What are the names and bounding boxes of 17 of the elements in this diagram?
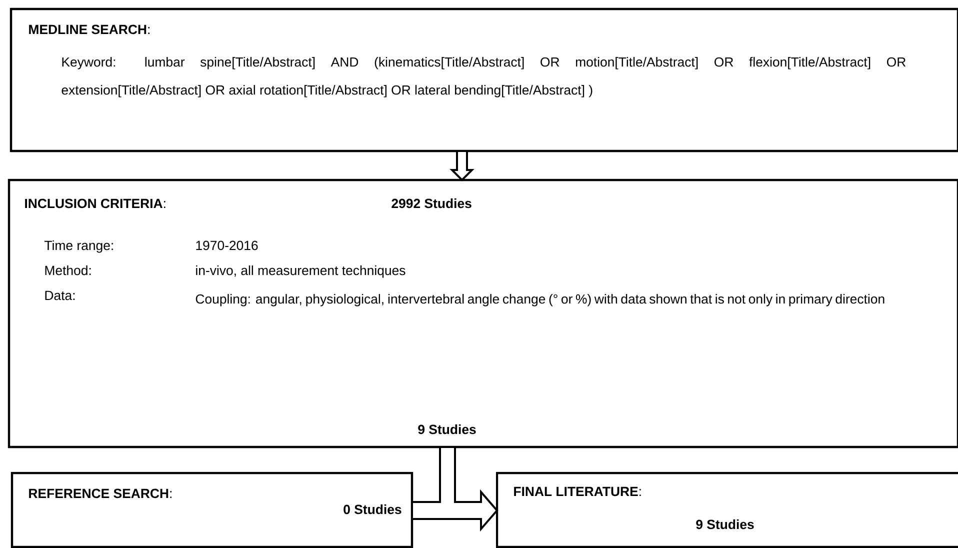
- node-text: 9 Studies: [696, 519, 754, 530]
- node-text: Keyword: lumbar spine[Title/Abstract] AND (kinematics[Title/Abstract] OR motion[Title/Abstract] OR flexion[Title/Abstract] OR extension[Title/Abstract] OR axial rotation[Title/Abstract] OR lateral bending[Title/Abstract] ): [62, 57, 906, 98]
- node-text: FINAL LITERATURE:: [514, 486, 641, 496]
- node-text: 2992 Studies: [392, 198, 472, 208]
- node-text: Time range:: [44, 240, 113, 253]
- node-text: 9 Studies: [418, 424, 476, 434]
- node-text: REFERENCE SEARCH:: [29, 488, 172, 498]
- node-text: Method:: [45, 265, 91, 276]
- node-text: INCLUSION CRITERIA:: [25, 198, 166, 208]
- node-text: 0 Studies: [344, 504, 402, 514]
- hollow-arrow: [450, 150, 474, 182]
- node-text: in-vivo, all measurement techniques: [196, 265, 406, 278]
- node-text: MEDLINE SEARCH:: [29, 24, 150, 34]
- node-text: Data:: [45, 290, 75, 300]
- hollow-arrow: [411, 446, 498, 532]
- node-text: Coupling: angular, physiological, intervertebral angle change (° or %) with data shown that is not only in primary direction: [196, 294, 884, 306]
- node-text: 1970-2016: [196, 240, 258, 250]
